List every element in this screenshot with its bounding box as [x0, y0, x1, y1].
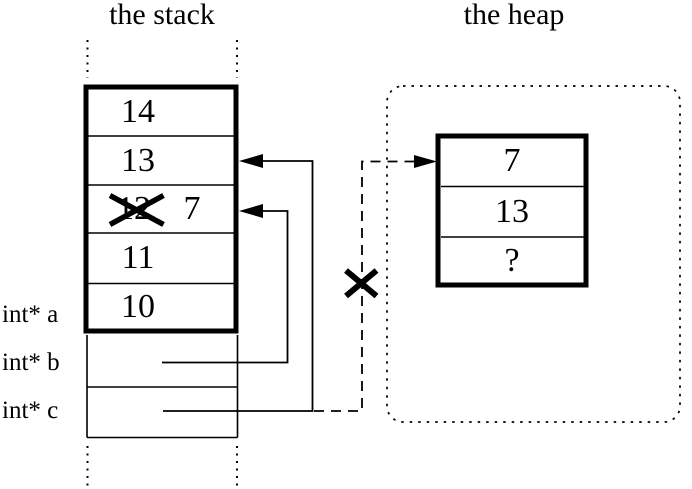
pointer-label-a: int* a: [2, 301, 59, 328]
heap-cell-value: ?: [504, 242, 520, 279]
pointer-c-arrowhead-icon: [239, 154, 263, 168]
pointer-c-line: [163, 160, 314, 412]
stack-cell-value: 10: [121, 288, 155, 325]
heap-cell-value: 13: [495, 193, 529, 230]
pointer-label-b: int* b: [2, 349, 60, 376]
stack-cell-dividers: [88, 135, 234, 285]
invalid-pointer-x-icon: [344, 268, 379, 299]
pointer-b-arrowhead-icon: [239, 204, 263, 218]
heap-cell-value: 7: [503, 142, 521, 179]
stack-region-title: the stack: [109, 0, 215, 31]
stack-cell-value: 13: [121, 142, 155, 179]
heap-block-box: [435, 133, 589, 288]
stack-frame-box: [83, 84, 239, 334]
stack-cell-value: 11: [121, 239, 155, 276]
pointer-label-c: int* c: [2, 397, 59, 424]
stack-column-dotted-guides: [86, 40, 238, 486]
crossed-out-value-x-icon: [108, 193, 165, 227]
heap-region-title: the heap: [463, 0, 565, 31]
pointer-variable-cells: [86, 335, 239, 439]
stack-cell-old-value-crossed: 12: [117, 190, 151, 227]
heap-cell-dividers: [441, 185, 584, 238]
stack-cell-overwrite-value: 7: [183, 190, 201, 227]
pointer-b-line: [162, 210, 289, 364]
stack-cell-value: 14: [121, 93, 155, 130]
dangling-pointer-arrowhead-icon: [414, 155, 437, 168]
